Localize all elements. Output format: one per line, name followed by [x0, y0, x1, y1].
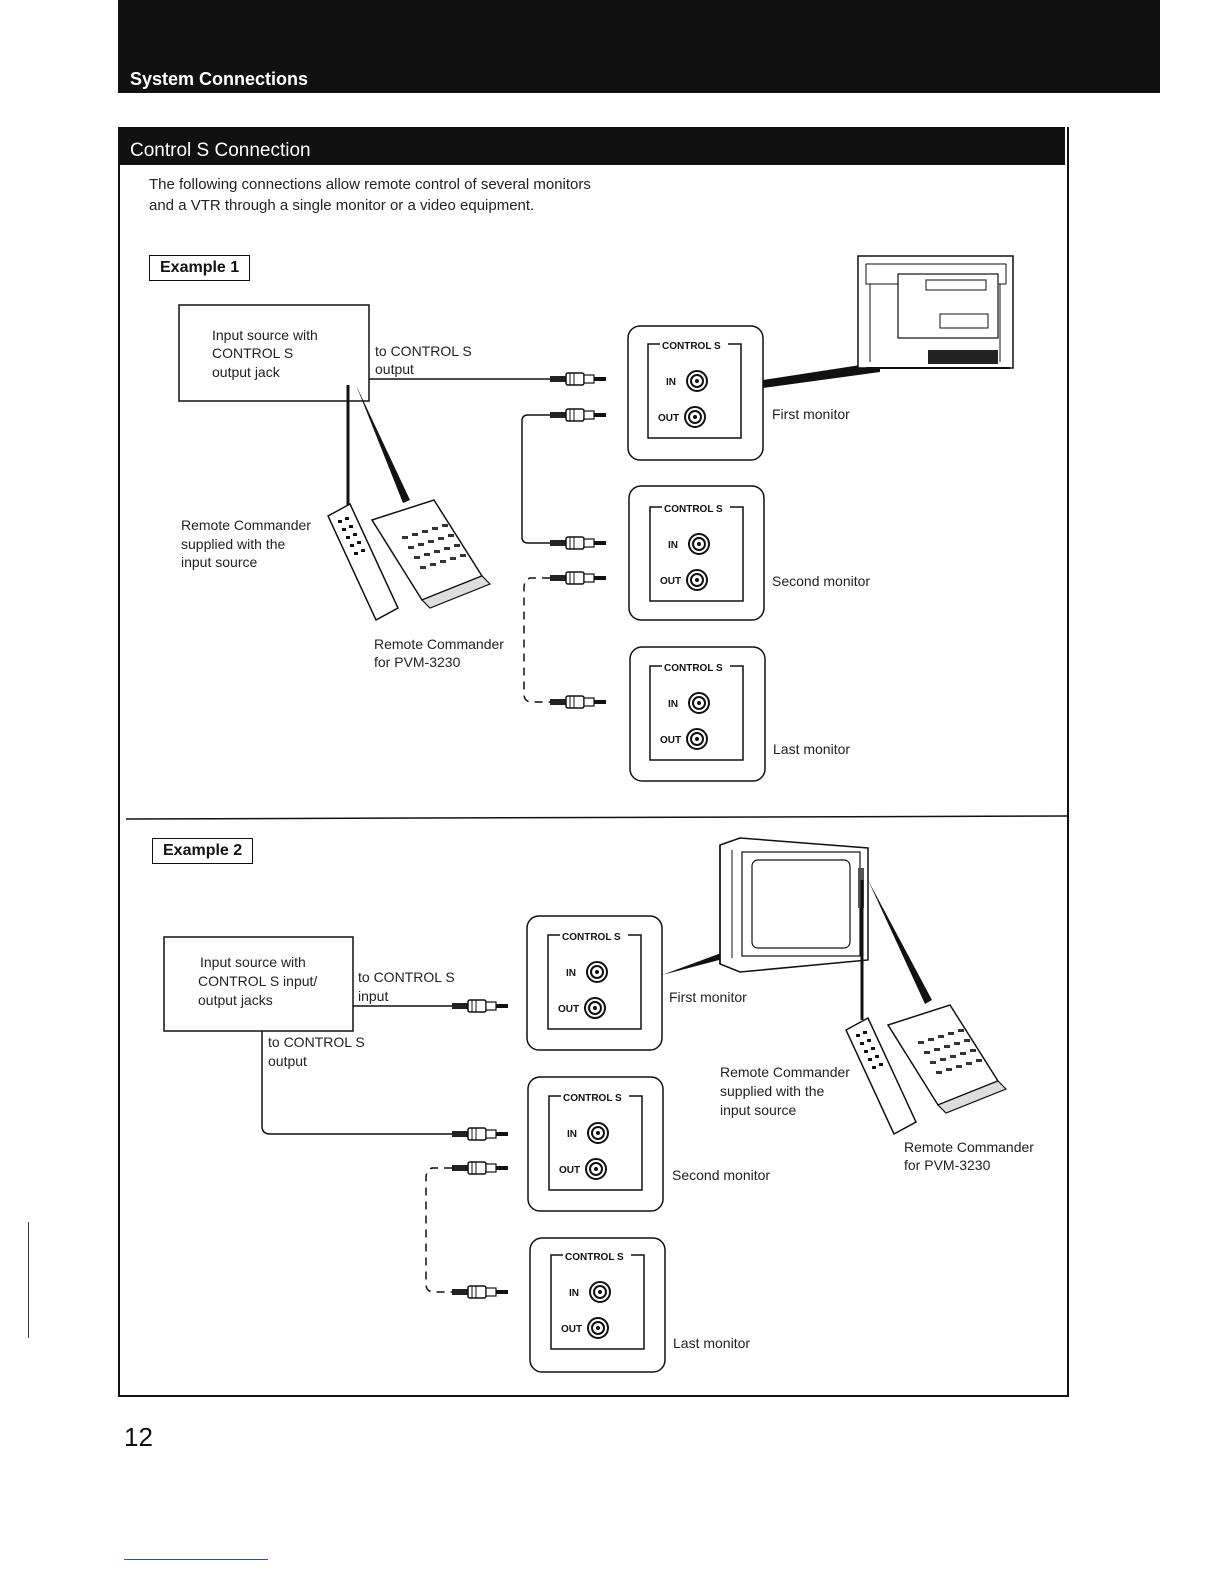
- example2-remote-supplied-line3: input source: [720, 1102, 796, 1118]
- example1-to-label-line2: output: [375, 361, 414, 377]
- example1-tag: Example 1: [149, 255, 251, 281]
- example2-monitor2-label: Second monitor: [672, 1167, 770, 1183]
- example2-monitor1-label: First monitor: [669, 989, 747, 1005]
- panel-label: CONTROL S: [664, 504, 723, 515]
- panel-label: CONTROL S: [664, 663, 723, 674]
- section-frame: [118, 127, 1069, 1397]
- header-title: System Connections: [130, 69, 309, 89]
- example1-monitor2-label: Second monitor: [772, 573, 870, 589]
- plug-icon: [549, 536, 607, 550]
- jack-icon: [586, 961, 608, 983]
- example2-source-line3: output jacks: [198, 992, 273, 1008]
- monitor-rear-icon: [763, 255, 1014, 388]
- jack-icon: [589, 1281, 611, 1303]
- jack-icon: [584, 997, 606, 1019]
- example1-remote-supplied-line2: supplied with the: [181, 536, 286, 552]
- jack-icon: [587, 1317, 609, 1339]
- example1-source-line1: Input source with: [212, 327, 318, 343]
- plug-icon: [451, 1127, 509, 1141]
- panel-label: IN: [666, 377, 676, 388]
- section-title: Control S Connection: [130, 140, 311, 161]
- example2-to-output-line2: output: [268, 1053, 307, 1069]
- panel-label: IN: [567, 1129, 577, 1140]
- example1-remote-supplied-line1: Remote Commander: [181, 517, 311, 533]
- section-title-bar: [118, 127, 1065, 165]
- panel-label: IN: [668, 699, 678, 710]
- panel-label: OUT: [559, 1165, 580, 1176]
- example2-monitor3-label: Last monitor: [673, 1335, 750, 1351]
- jack-icon: [686, 569, 708, 591]
- example1-to-label-line1: to CONTROL S: [375, 343, 472, 359]
- example1-panel-second: CONTROL S IN OUT: [628, 485, 765, 621]
- plug-icon: [451, 1285, 509, 1299]
- panel-label: OUT: [660, 576, 681, 587]
- example1-remote-pvm-line1: Remote Commander: [374, 636, 504, 652]
- example2-source-line1: Input source with: [200, 954, 306, 970]
- jack-icon: [686, 728, 708, 750]
- example2-remote-pvm-line2: for PVM-3230: [904, 1157, 991, 1173]
- example2-to-output-line1: to CONTROL S: [268, 1034, 365, 1050]
- panel-label: OUT: [658, 413, 679, 424]
- example1-monitor3-label: Last monitor: [773, 741, 850, 757]
- example2-source-box: [163, 936, 354, 1032]
- example1-remote-supplied-line3: input source: [181, 554, 257, 570]
- jack-icon: [688, 692, 710, 714]
- panel-label: CONTROL S: [563, 1093, 622, 1104]
- bottom-rule: [124, 1559, 268, 1560]
- margin-rule: [28, 1222, 29, 1338]
- plug-icon: [549, 372, 607, 386]
- example1-remote-pvm-line2: for PVM-3230: [374, 654, 461, 670]
- example2-tag: Example 2: [152, 838, 254, 864]
- example2-panel-second: CONTROL S IN OUT: [527, 1076, 664, 1212]
- page-number: 12: [124, 1422, 153, 1452]
- panel-label: CONTROL S: [565, 1252, 624, 1263]
- plug-icon: [451, 1161, 509, 1175]
- example1-source-line3: output jack: [212, 364, 281, 380]
- example2-to-input-line2: input: [358, 988, 388, 1004]
- panel-label: IN: [566, 968, 576, 979]
- header-bar: [118, 0, 1160, 93]
- panel-label: OUT: [660, 735, 681, 746]
- panel-label: CONTROL S: [662, 341, 721, 352]
- plug-icon: [549, 408, 607, 422]
- example2-remote-supplied-line2: supplied with the: [720, 1083, 825, 1099]
- example2-source-line2: CONTROL S input/: [198, 973, 317, 989]
- example1-panel-last: CONTROL S IN OUT: [629, 646, 766, 782]
- example1-panel-first: CONTROL S IN OUT: [627, 325, 764, 461]
- plug-icon: [451, 999, 509, 1013]
- jack-icon: [688, 533, 710, 555]
- remote-commander-pvm-icon: [887, 1004, 1007, 1114]
- panel-label: OUT: [558, 1004, 579, 1015]
- example2-remote-supplied-line1: Remote Commander: [720, 1064, 850, 1080]
- panel-label: OUT: [561, 1324, 582, 1335]
- intro-paragraph: The following connections allow remote c…: [149, 176, 591, 214]
- example1-source-box: [178, 304, 370, 402]
- plug-icon: [549, 695, 607, 709]
- example1-monitor1-label: First monitor: [772, 406, 850, 422]
- panel-label: IN: [668, 540, 678, 551]
- example-divider: [125, 815, 1068, 820]
- example2-to-input-line1: to CONTROL S: [358, 969, 455, 985]
- example2-panel-last: CONTROL S IN OUT: [529, 1237, 666, 1373]
- jack-icon: [587, 1122, 609, 1144]
- jack-icon: [585, 1158, 607, 1180]
- example2-remote-pvm-line1: Remote Commander: [904, 1139, 1034, 1155]
- example2-panel-first: CONTROL S IN OUT: [526, 915, 663, 1051]
- plug-icon: [549, 571, 607, 585]
- panel-label: CONTROL S: [562, 932, 621, 943]
- panel-label: IN: [569, 1288, 579, 1299]
- jack-icon: [684, 406, 706, 428]
- jack-icon: [686, 370, 708, 392]
- example1-source-line2: CONTROL S: [212, 345, 293, 361]
- monitor-front-icon: [662, 837, 869, 975]
